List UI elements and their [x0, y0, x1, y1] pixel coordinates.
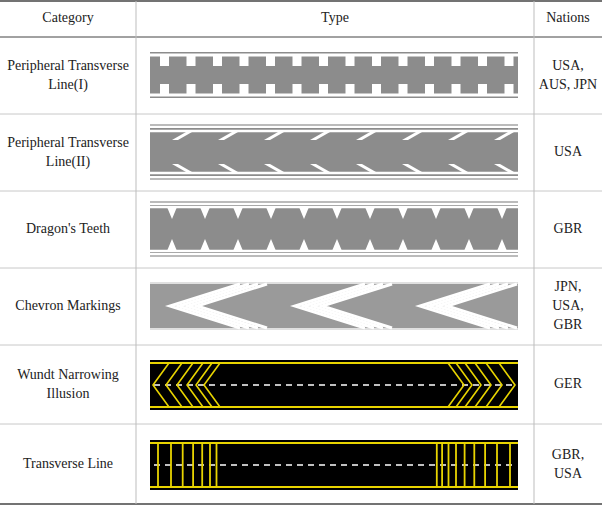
nations-cell: USA	[538, 114, 598, 191]
cell-text: GBR	[554, 220, 583, 239]
nations-cell: USA, AUS, JPN	[538, 37, 598, 114]
category-cell: Peripheral Transverse Line(I)	[4, 37, 132, 114]
category-cell: Peripheral Transverse Line(II)	[4, 114, 132, 191]
road-marking	[150, 52, 518, 98]
cell-text: Peripheral Transverse Line(I)	[4, 57, 132, 95]
column-header: Type	[140, 0, 530, 37]
road-marking	[150, 202, 518, 256]
category-cell: Wundt Narrowing Illusion	[4, 345, 132, 424]
nations-cell: GBR	[538, 191, 598, 268]
cell-text: Chevron Markings	[15, 297, 120, 316]
cell-text: JPN, USA, GBR	[538, 278, 598, 335]
road-marking	[150, 440, 518, 490]
cell-text: Wundt Narrowing Illusion	[4, 366, 132, 404]
column-header: Category	[4, 0, 132, 37]
cell-text: USA, AUS, JPN	[538, 57, 598, 95]
category-cell: Transverse Line	[4, 424, 132, 505]
cell-text: GBR, USA	[538, 446, 598, 484]
road-marking	[150, 282, 518, 330]
road-marking	[150, 125, 518, 179]
nations-cell: JPN, USA, GBR	[538, 268, 598, 345]
cell-text: USA	[554, 143, 582, 162]
nations-cell: GER	[538, 345, 598, 424]
cell-text: GER	[554, 375, 582, 394]
cell-text: Dragon's Teeth	[26, 220, 110, 239]
header-text: Type	[321, 9, 349, 28]
header-text: Nations	[546, 9, 590, 28]
cell-text: Transverse Line	[23, 455, 113, 474]
nations-cell: GBR, USA	[538, 424, 598, 505]
cell-text: Peripheral Transverse Line(II)	[4, 134, 132, 172]
category-cell: Dragon's Teeth	[4, 191, 132, 268]
column-header: Nations	[538, 0, 598, 37]
category-cell: Chevron Markings	[4, 268, 132, 345]
road-marking	[150, 360, 518, 410]
header-text: Category	[42, 9, 93, 28]
